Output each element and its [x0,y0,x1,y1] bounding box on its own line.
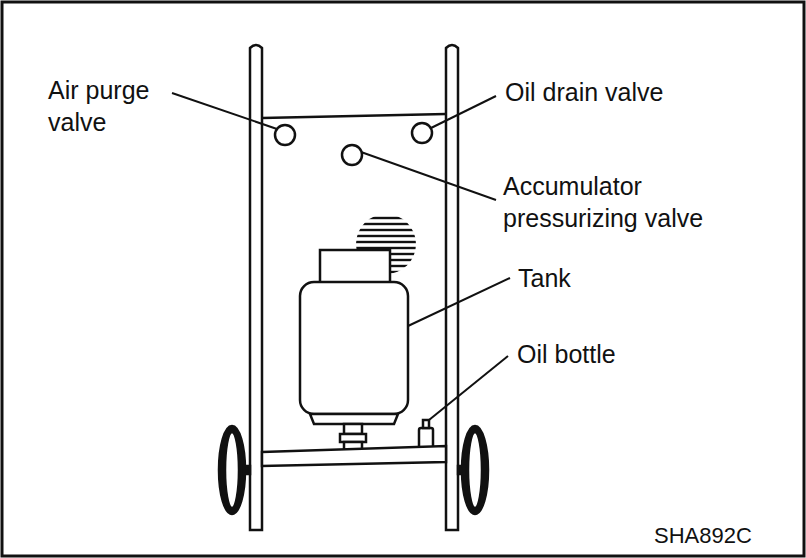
tank [300,282,408,414]
leader-lines [172,93,510,420]
accumulator-valve [342,145,362,165]
cart [219,45,488,530]
figure-code: SHA892C [654,522,794,550]
oil-drain-valve [412,123,432,143]
air-purge-valve [275,125,295,145]
part-label: Oil bottle [517,338,717,370]
part-label: Tank [518,262,718,294]
part-label: Accumulator pressurizing valve [503,170,778,234]
part-label: Air purge valve [48,74,178,138]
part-label: Oil drain valve [505,76,765,108]
